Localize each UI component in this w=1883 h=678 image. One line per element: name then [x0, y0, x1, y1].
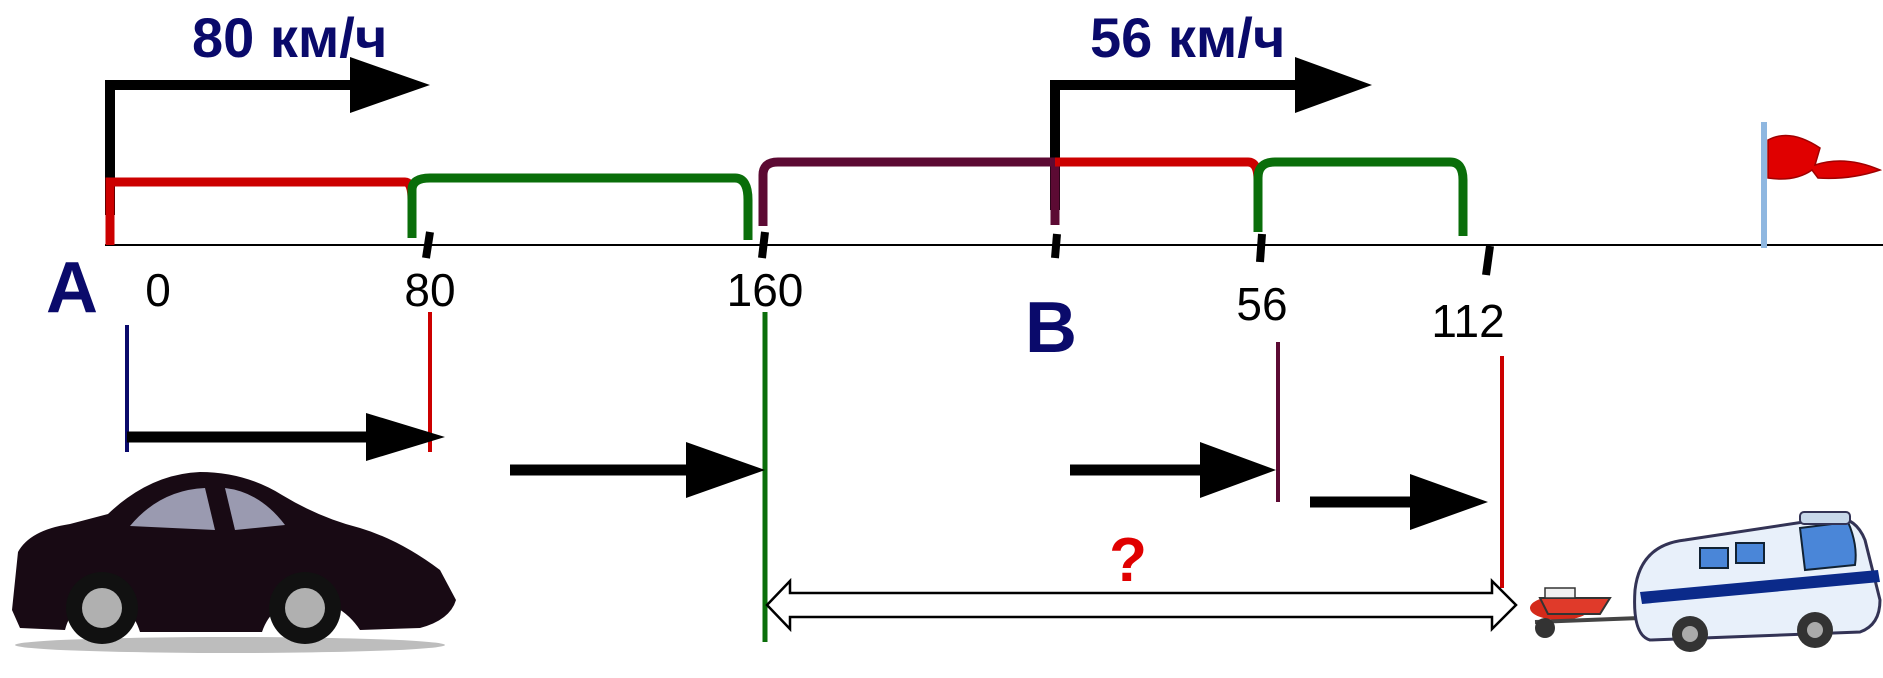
point-a-label: A [46, 248, 98, 328]
speed-arrow-b [1050, 57, 1372, 210]
scale-label-56: 56 [1236, 278, 1287, 330]
car-icon [12, 472, 456, 653]
finish-flag-icon [1761, 122, 1883, 248]
distance-double-arrow [765, 577, 1518, 633]
scale-label-0: 0 [145, 264, 171, 316]
move-arrow-2 [510, 442, 765, 498]
segment-bracket-red-2 [1055, 157, 1263, 232]
tick-mark [422, 231, 434, 259]
scale-label-112: 112 [1431, 295, 1504, 347]
speed-label-b: 56 км/ч [1090, 6, 1285, 69]
scale-label-160: 160 [727, 264, 804, 316]
speed-arrow-a [105, 57, 430, 215]
tick-mark [1482, 245, 1494, 276]
segment-bracket-green-2 [1253, 157, 1468, 236]
tick-mark [1051, 233, 1061, 259]
move-arrow-4 [1310, 474, 1488, 530]
motorhome-icon [1530, 511, 1882, 652]
scale-label-80: 80 [404, 264, 455, 316]
speed-label-a: 80 км/ч [192, 6, 387, 69]
move-arrow-3 [1070, 442, 1276, 498]
tick-mark [758, 231, 769, 259]
point-b-label: B [1025, 288, 1077, 368]
tick-mark [1256, 233, 1266, 263]
segment-bracket-green-1 [407, 173, 753, 240]
segment-bracket-red-1 [105, 177, 417, 245]
move-arrow-1 [127, 413, 445, 461]
segment-bracket-maroon [758, 157, 1060, 226]
question-mark: ? [1109, 526, 1147, 595]
